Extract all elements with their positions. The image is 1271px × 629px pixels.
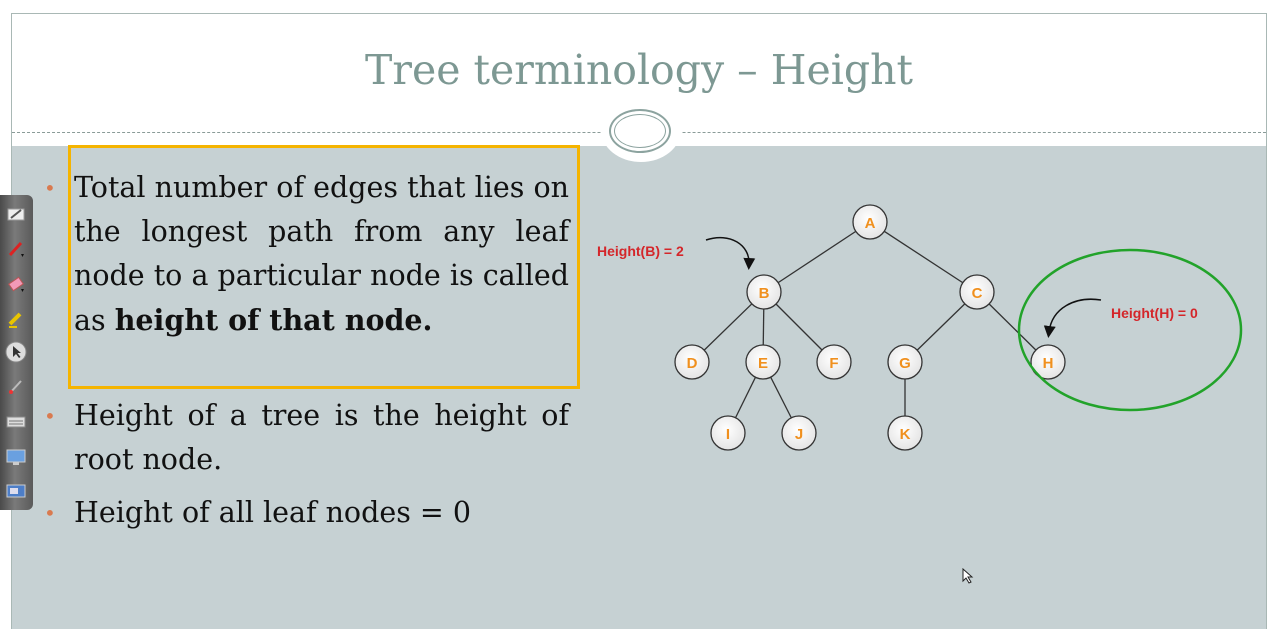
tree-node-e	[745, 344, 781, 380]
annotation-height-b: Height(B) = 2	[597, 243, 684, 259]
node-label-j: J	[795, 426, 803, 443]
tree-node-d	[674, 344, 710, 380]
arrow-to-h	[1043, 298, 1102, 338]
bullet-dot: •	[44, 176, 56, 200]
node-label-b: B	[759, 285, 770, 302]
node-label-k: K	[900, 426, 911, 443]
bullet-definition: • Total number of edges that lies on the…	[44, 166, 569, 343]
bullet-leaf-height: • Height of all leaf nodes = 0	[44, 491, 569, 535]
mouse-cursor-icon	[962, 567, 974, 588]
tree-edges	[691, 221, 1049, 434]
tree-node-c	[959, 274, 995, 310]
bullet-tree-height: • Height of a tree is the height of root…	[44, 394, 569, 482]
highlight-circle-h	[1017, 248, 1243, 412]
laser-pen-icon[interactable]	[5, 376, 27, 398]
pen-tool-icon[interactable]	[5, 203, 27, 225]
bullet-leaf-height-text: Height of all leaf nodes = 0	[74, 496, 471, 529]
tree-nodes	[674, 204, 1066, 451]
slide: Tree terminology – Height	[11, 13, 1267, 629]
arrow-to-b	[705, 236, 756, 270]
node-label-e: E	[758, 355, 768, 372]
node-label-g: G	[899, 355, 911, 372]
node-label-h: H	[1043, 355, 1054, 372]
bullet-definition-text: Total number of edges that lies on the l…	[74, 171, 569, 337]
definition-highlight-box	[68, 145, 580, 389]
tree-node-k	[887, 415, 923, 451]
eraser-icon[interactable]	[5, 273, 27, 295]
bullet-tree-height-text: Height of a tree is the height of root n…	[74, 399, 569, 476]
tree-node-b	[746, 274, 782, 310]
node-label-c: C	[972, 285, 983, 302]
bullet-dot: •	[44, 501, 56, 525]
keyboard-icon[interactable]	[5, 411, 27, 433]
tree-node-i	[710, 415, 746, 451]
screen-icon[interactable]	[5, 446, 27, 468]
node-label-d: D	[687, 355, 698, 372]
tree-node-g	[887, 344, 923, 380]
pointer-icon[interactable]	[5, 341, 27, 363]
red-pen-icon[interactable]	[5, 238, 27, 260]
presenter-toolbar	[0, 195, 33, 510]
annotation-height-h: Height(H) = 0	[1111, 305, 1198, 321]
tree-node-h	[1030, 344, 1066, 380]
node-label-i: I	[726, 426, 730, 443]
divider-oval-inner	[614, 114, 666, 148]
highlighter-icon[interactable]	[5, 308, 27, 330]
tree-node-j	[781, 415, 817, 451]
bullet-dot: •	[44, 404, 56, 428]
tree-node-f	[816, 344, 852, 380]
display-icon[interactable]	[5, 481, 27, 503]
slide-title: Tree terminology – Height	[365, 46, 913, 94]
tree-node-a	[852, 204, 888, 240]
node-label-a: A	[865, 215, 876, 232]
bullet-definition-bold: height of that node.	[114, 303, 433, 337]
tree-node-labels: A B C D E F G H I J K	[687, 215, 1054, 443]
node-label-f: F	[829, 355, 838, 372]
